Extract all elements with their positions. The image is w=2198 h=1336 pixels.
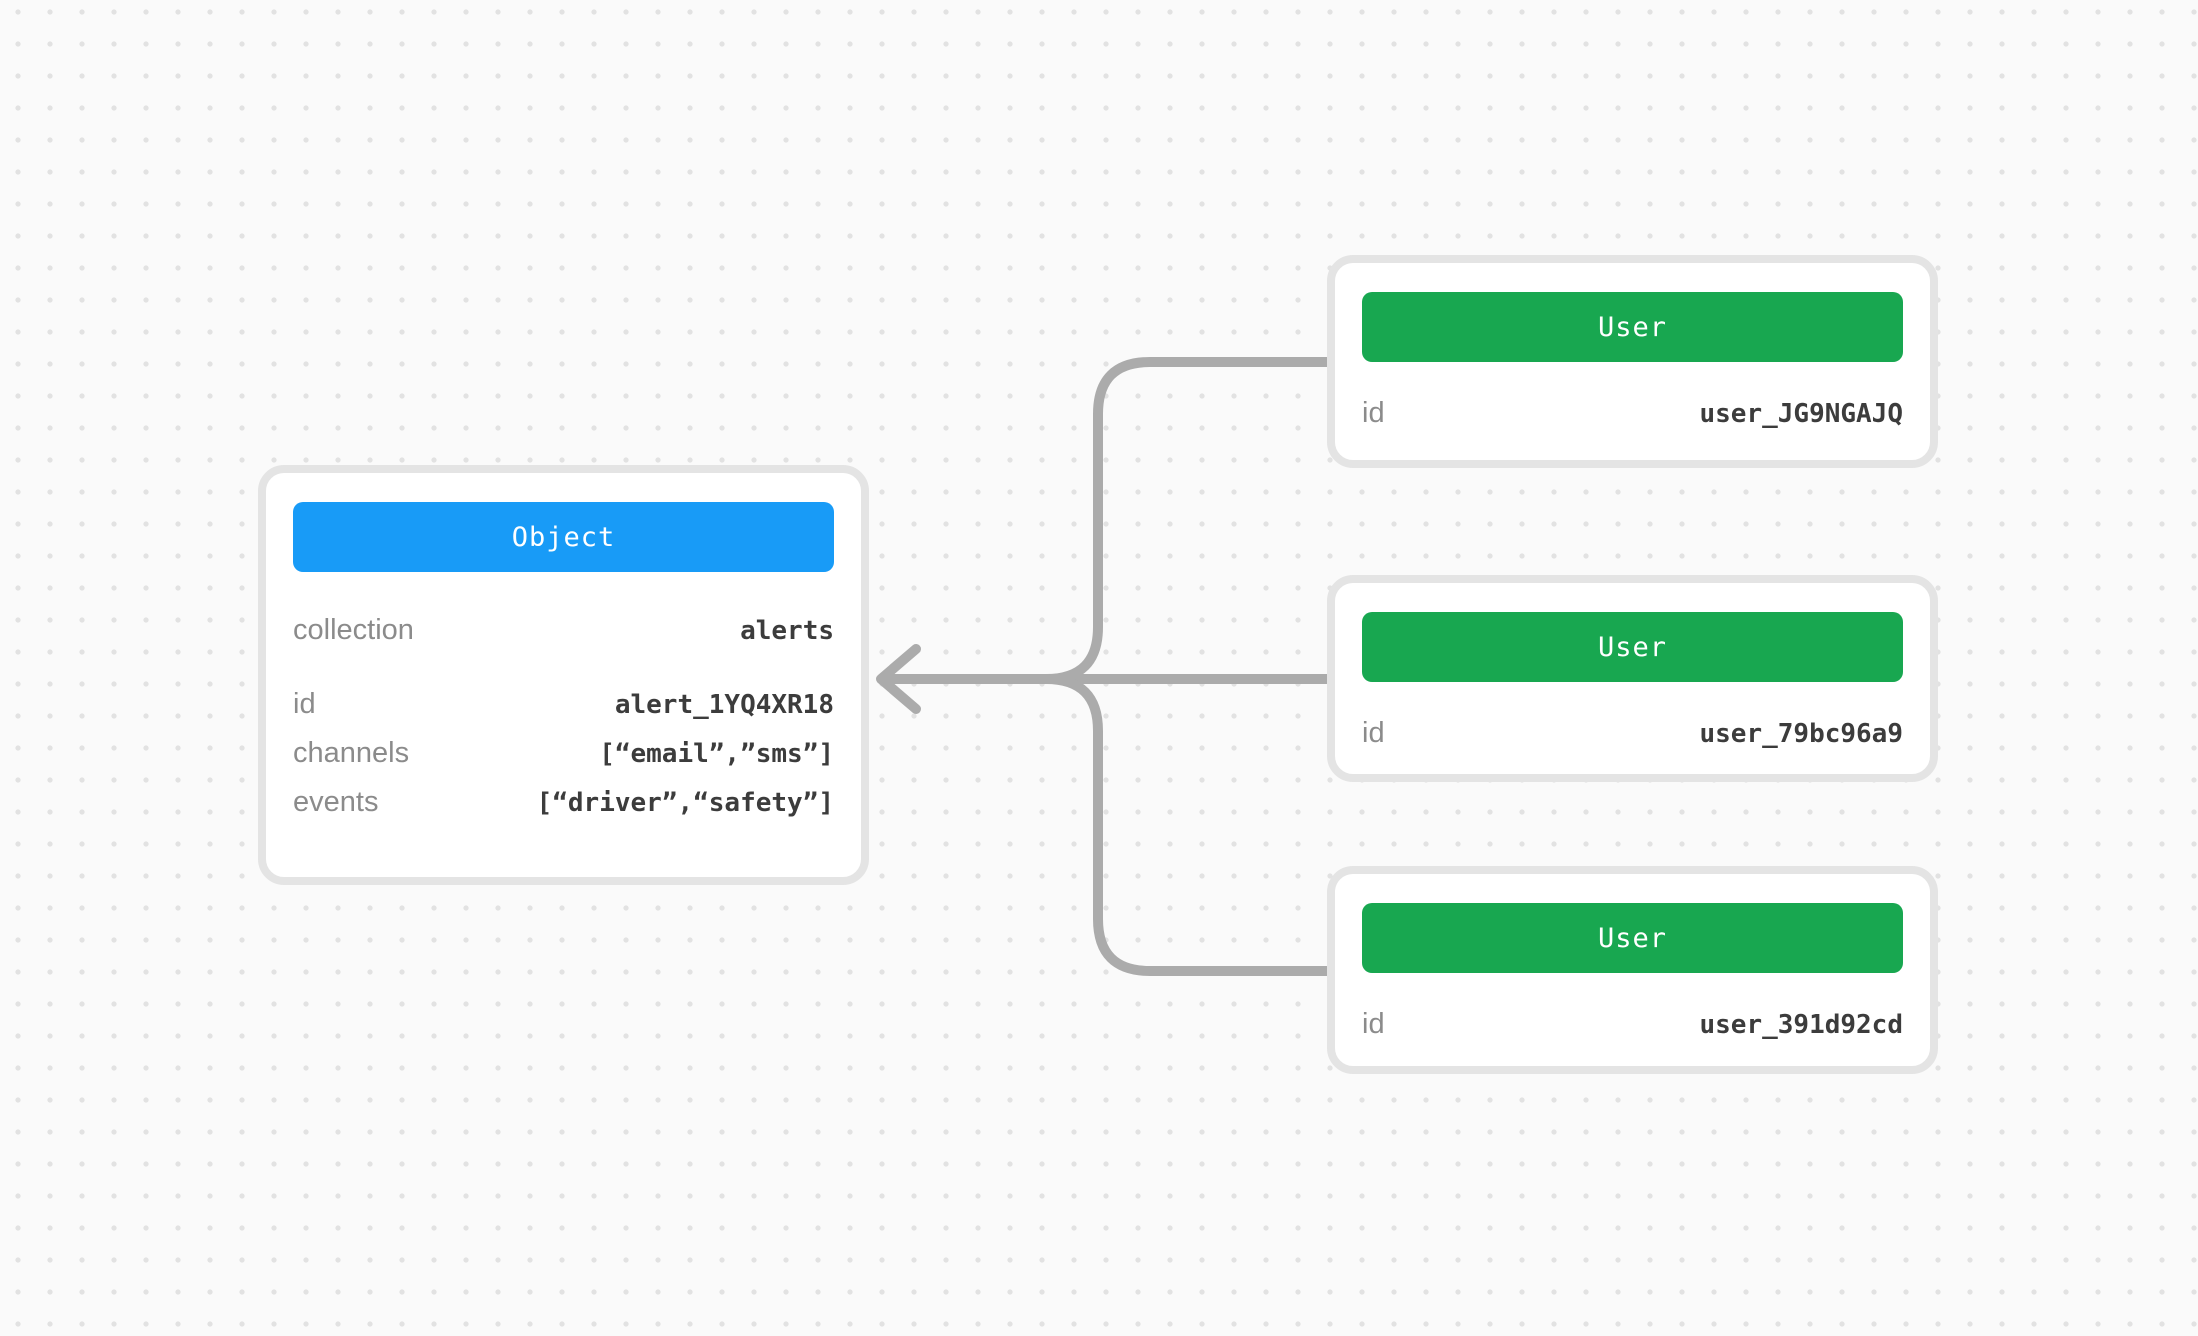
user-node-header: User [1362, 903, 1903, 973]
user-node-header: User [1362, 292, 1903, 362]
user-row-id: id user_391d92cd [1362, 1000, 1903, 1049]
connector-user3-to-object [1029, 674, 1332, 976]
user-node-title: User [1597, 631, 1668, 663]
field-value: user_391d92cd [1699, 1010, 1904, 1040]
field-label: collection [293, 614, 414, 646]
field-label: events [293, 786, 379, 818]
object-row-collection: collection alerts [293, 606, 834, 655]
field-label: id [1362, 1008, 1385, 1040]
user-row-id: id user_79bc96a9 [1362, 709, 1903, 758]
object-node[interactable]: Object collection alerts id alert_1YQ4XR… [258, 465, 869, 885]
object-node-header: Object [293, 502, 834, 572]
field-value: user_79bc96a9 [1699, 719, 1904, 749]
object-row-id: id alert_1YQ4XR18 [293, 680, 834, 729]
field-value: user_JG9NGAJQ [1699, 399, 1904, 429]
user-row-id: id user_JG9NGAJQ [1362, 389, 1903, 438]
field-value: alerts [740, 616, 834, 646]
object-node-title: Object [511, 521, 616, 553]
arrowhead-icon [876, 644, 921, 714]
object-row-channels: channels [“email”,”sms”] [293, 729, 834, 778]
object-row-events: events [“driver”,“safety”] [293, 778, 834, 827]
user-node-2[interactable]: User id user_79bc96a9 [1327, 575, 1938, 782]
field-label: id [1362, 397, 1385, 429]
user-node-title: User [1597, 311, 1668, 343]
field-label: id [293, 688, 316, 720]
connector-user1-to-object [1029, 357, 1332, 684]
user-node-header: User [1362, 612, 1903, 682]
user-node-1[interactable]: User id user_JG9NGAJQ [1327, 255, 1938, 468]
field-label: channels [293, 737, 410, 769]
field-label: id [1362, 717, 1385, 749]
user-node-3[interactable]: User id user_391d92cd [1327, 866, 1938, 1074]
user-node-title: User [1597, 922, 1668, 954]
field-value: alert_1YQ4XR18 [614, 690, 834, 720]
field-value: [“driver”,“safety”] [536, 788, 834, 818]
field-value: [“email”,”sms”] [599, 739, 834, 769]
